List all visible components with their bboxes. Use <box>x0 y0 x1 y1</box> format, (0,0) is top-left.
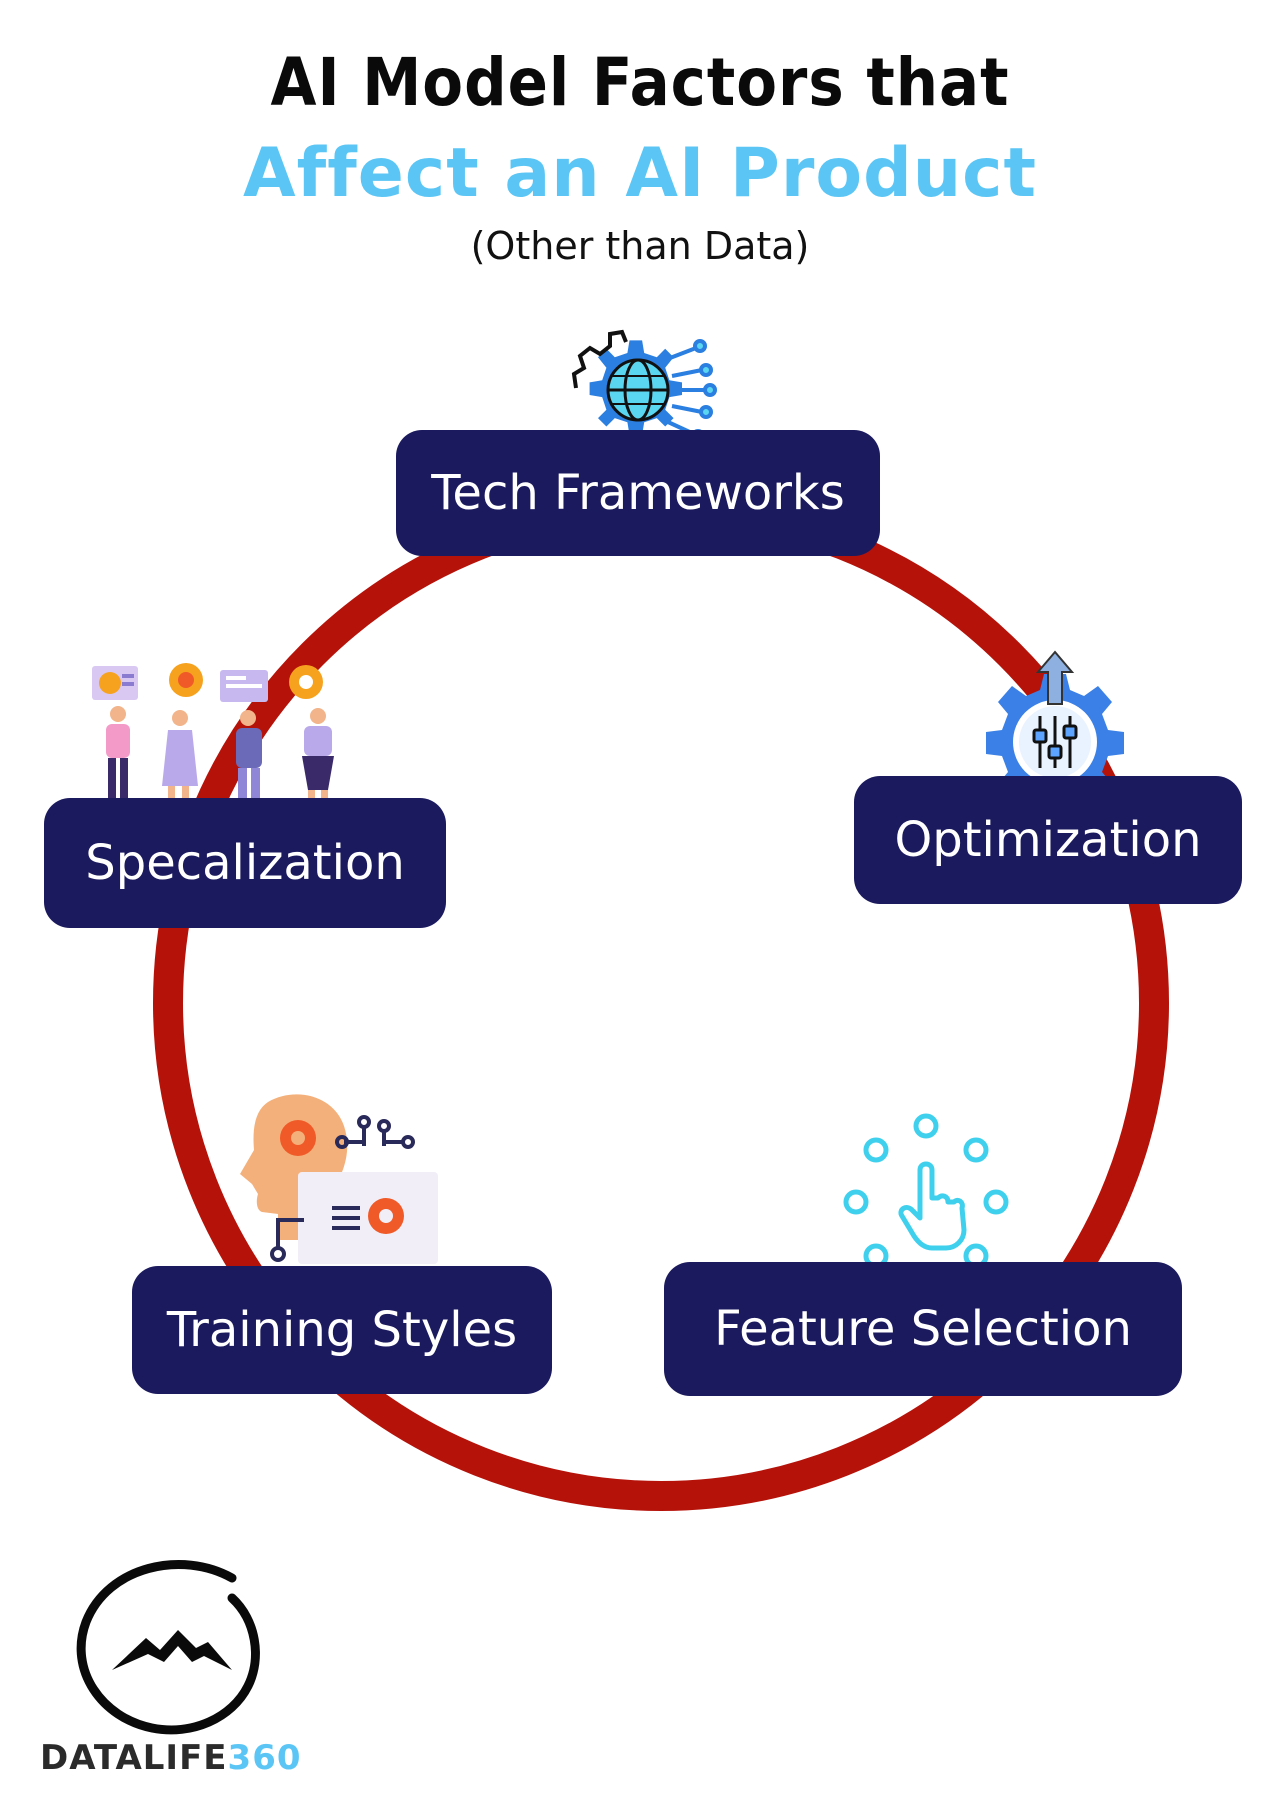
gear-sliders-icon <box>986 650 1124 798</box>
node-feature-selection: Feature Selection <box>664 1262 1182 1396</box>
node-specialization-label: Specalization <box>85 835 405 891</box>
node-feature-selection-label: Feature Selection <box>714 1301 1132 1357</box>
head-gear-icon <box>240 1094 438 1264</box>
brand-wordmark: DATALIFE360 <box>40 1738 302 1778</box>
people-discussion-icon <box>92 663 334 826</box>
node-optimization-label: Optimization <box>894 812 1202 868</box>
brand-part1: DATALIFE <box>40 1738 228 1778</box>
node-training-styles-label: Training Styles <box>166 1302 518 1358</box>
node-tech-frameworks-label: Tech Frameworks <box>431 465 845 521</box>
node-training-styles: Training Styles <box>132 1266 552 1394</box>
subtitle: (Other than Data) <box>470 224 810 268</box>
node-specialization: Specalization <box>44 798 446 928</box>
title-line2: Affect an AI Product <box>243 134 1037 213</box>
node-tech-frameworks: Tech Frameworks <box>396 430 880 556</box>
gear-globe-icon <box>571 329 717 443</box>
mountain-circle-logo <box>76 1560 260 1735</box>
node-optimization: Optimization <box>854 776 1242 904</box>
title-line1: AI Model Factors that <box>270 44 1010 121</box>
brand-part2: 360 <box>227 1738 302 1778</box>
